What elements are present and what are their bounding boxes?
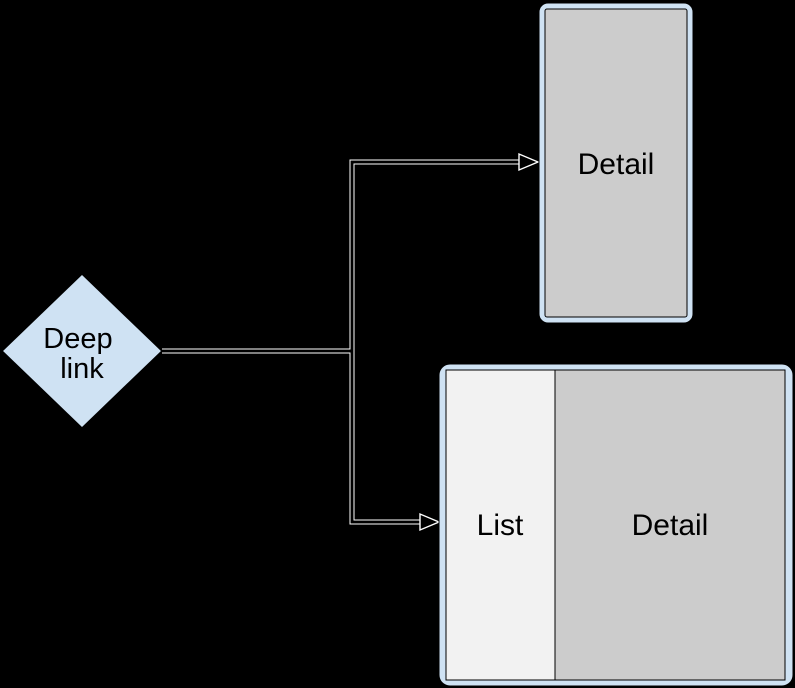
decision-diamond-shape <box>0 272 164 430</box>
deep-link-label-line1: Deep <box>43 323 112 355</box>
edge-deep-link-to-list-detail <box>350 351 421 524</box>
deep-link-label-line2: link <box>60 353 104 385</box>
list-detail-screen-node: List Detail <box>438 363 794 687</box>
arrowhead-to-list-detail-icon <box>419 512 441 532</box>
deep-link-node: Deep link <box>0 272 164 430</box>
edge-deep-link-to-detail-casing <box>162 159 520 354</box>
phone-detail-pane <box>544 8 688 318</box>
tablet-list-pane <box>445 369 556 681</box>
edge-deep-link-to-detail <box>162 160 520 353</box>
phone-detail-label: Detail <box>578 148 655 181</box>
connector-edges <box>162 152 540 532</box>
tablet-detail-pane <box>554 369 786 681</box>
detail-screen-node: Detail <box>538 2 694 324</box>
deep-link-label: Deep link <box>43 323 120 385</box>
tablet-detail-label: Detail <box>632 509 709 542</box>
tablet-list-label: List <box>477 509 524 542</box>
arrowhead-to-detail-icon <box>518 152 540 172</box>
edge-deep-link-to-list-detail-casing <box>349 351 421 525</box>
